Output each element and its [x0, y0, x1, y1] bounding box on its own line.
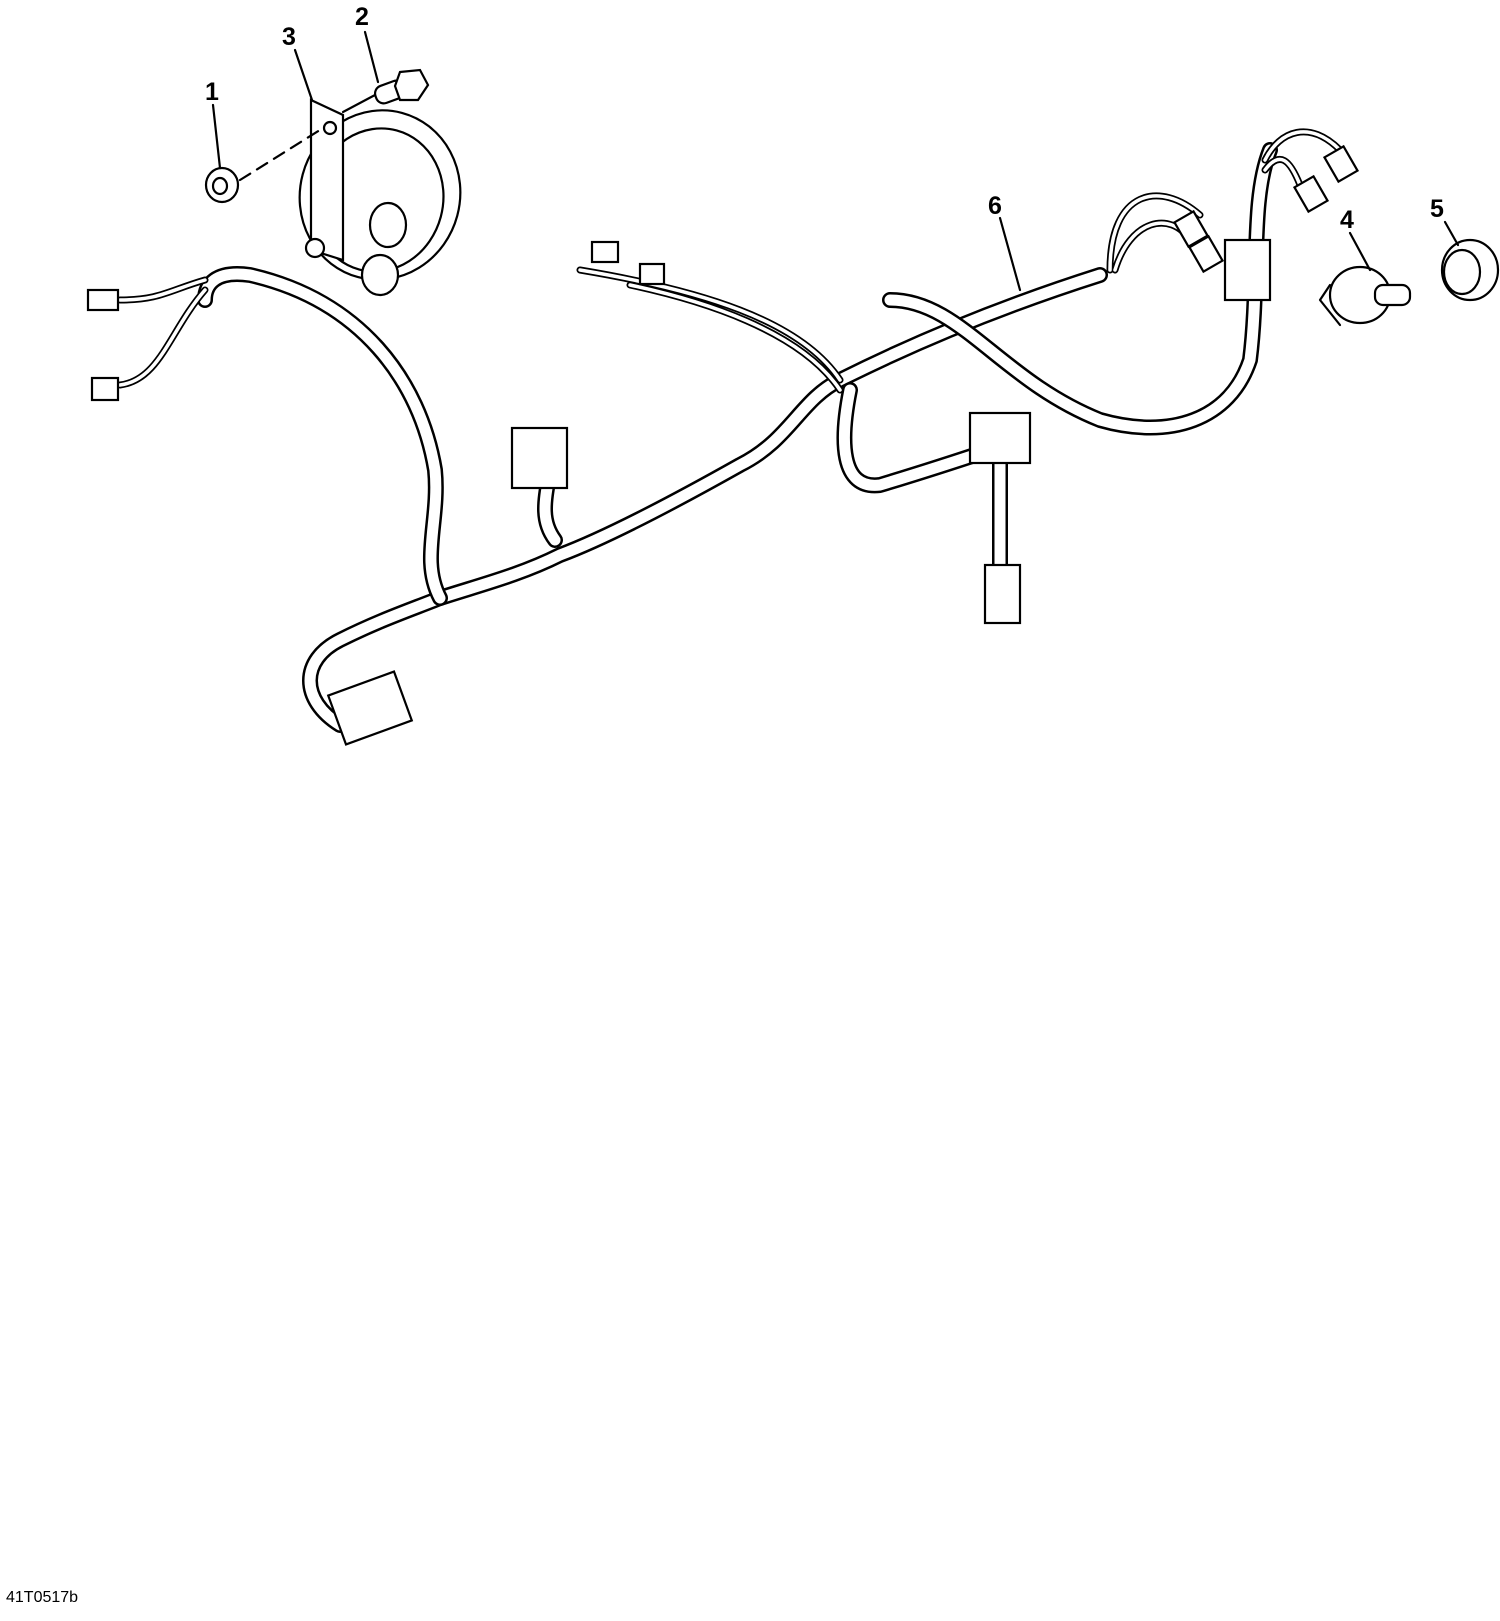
callout-1: 1 — [205, 78, 219, 106]
callout-6: 6 — [988, 192, 1002, 220]
wiring-harness — [116, 128, 1344, 733]
callout-leaders — [211, 30, 1460, 292]
switch — [1318, 265, 1412, 327]
nut — [204, 128, 322, 204]
callout-2: 2 — [355, 3, 369, 31]
horn — [298, 98, 462, 297]
callout-4: 4 — [1340, 206, 1354, 234]
cap — [1440, 238, 1500, 302]
connectors — [86, 144, 1360, 746]
figure-code: 41T0517b — [6, 1589, 79, 1606]
callout-5: 5 — [1430, 195, 1444, 223]
callout-3: 3 — [282, 23, 296, 51]
bolt — [341, 68, 430, 114]
